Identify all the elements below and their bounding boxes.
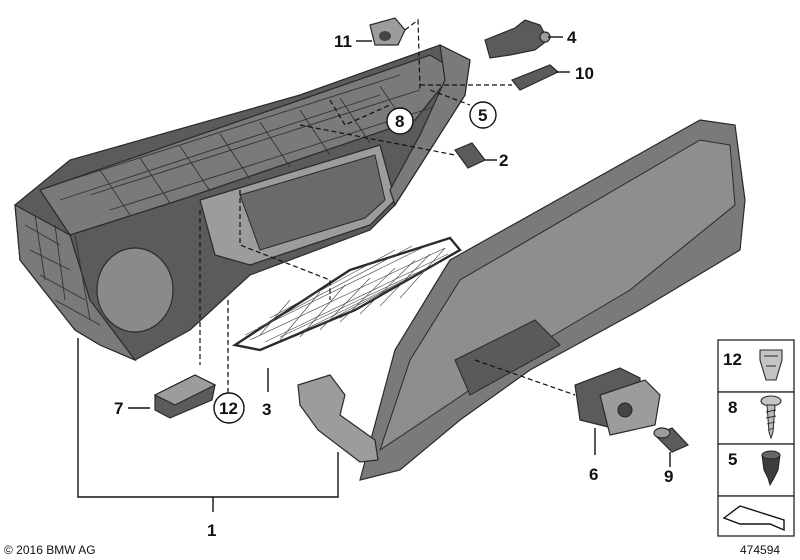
glovebox-lid: [359, 119, 746, 481]
callout-12: 12: [219, 399, 238, 418]
part-9-bolt: [653, 427, 690, 453]
callout-labels: 1 2 3 4 5 6 7 8 9 10 11 12: [114, 28, 673, 540]
callout-4: 4: [567, 28, 577, 47]
callout-7: 7: [114, 399, 123, 418]
legend-item-12: 12: [723, 350, 742, 369]
leader-lines: [77, 18, 671, 512]
callout-2: 2: [499, 151, 508, 170]
glovebox-housing: [14, 43, 471, 362]
callout-5: 5: [478, 106, 487, 125]
callout-3: 3: [262, 400, 271, 419]
legend-item-8: 8: [728, 398, 737, 417]
callout-9: 9: [664, 467, 673, 486]
lid-hinge-arm: [297, 374, 379, 463]
callout-11: 11: [334, 32, 352, 51]
storage-net: [231, 236, 462, 352]
part-4-actuator: [484, 19, 551, 59]
parts-legend: 12 8 5: [717, 339, 795, 537]
callout-1: 1: [207, 521, 216, 540]
copyright-text: © 2016 BMW AG: [4, 543, 96, 557]
legend-item-5: 5: [728, 450, 737, 469]
part-2-cap: [454, 142, 486, 169]
part-10-strip: [511, 64, 560, 91]
part-11-clip: [369, 17, 406, 46]
clip-icon: [759, 349, 783, 381]
diagram-number: 474594: [740, 543, 780, 557]
arrow-icon: [722, 505, 785, 532]
part-7-lamp: [153, 374, 217, 419]
bumper-icon: [761, 454, 781, 487]
callout-8: 8: [395, 112, 404, 131]
callout-6: 6: [589, 465, 598, 484]
callout-10: 10: [575, 64, 594, 83]
part-6-lock: [574, 367, 661, 436]
